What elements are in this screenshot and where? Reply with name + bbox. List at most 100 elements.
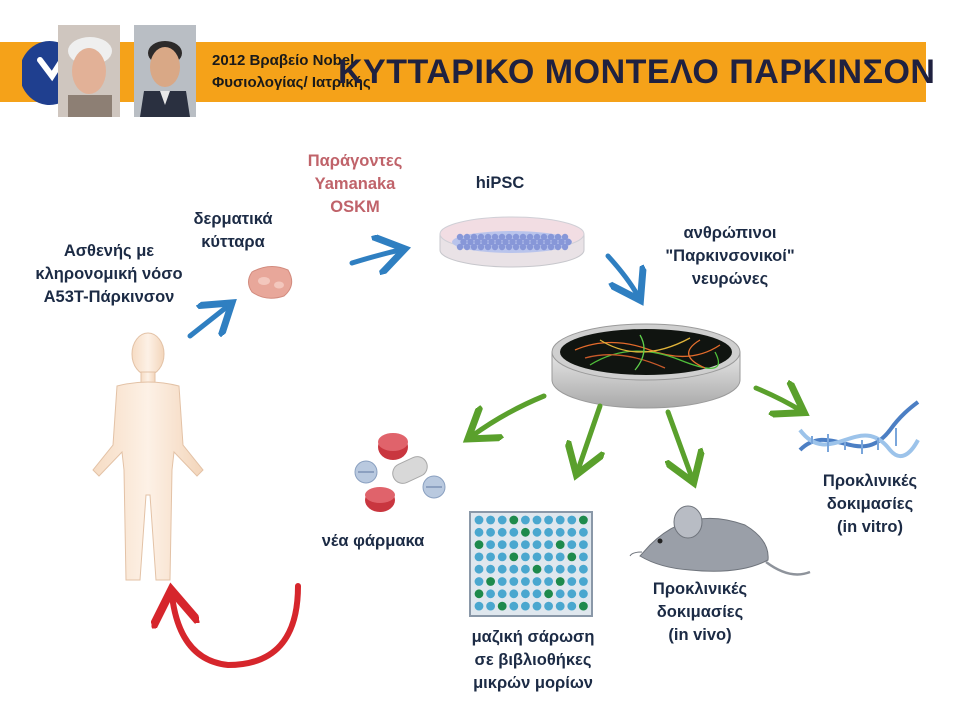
- well: [509, 552, 519, 562]
- well: [474, 601, 484, 611]
- human-body-icon: [92, 332, 204, 581]
- ipsc-cell: [554, 243, 562, 251]
- arrow-skin-to-hipsc: [349, 250, 400, 263]
- well: [509, 527, 519, 537]
- ipsc-cell: [488, 238, 495, 246]
- well: [474, 527, 484, 537]
- well: [486, 577, 495, 586]
- ipsc-cell: [477, 243, 485, 251]
- page-title: ΚΥΤΤΑΡΙΚΟ ΜΟΝΤΕΛΟ ΠΑΡΚΙΝΣΟΝ: [338, 53, 936, 91]
- ipsc-cell: [544, 238, 551, 246]
- ipsc-cell: [533, 233, 541, 241]
- well: [579, 589, 588, 599]
- label-in-vivo: Προκλινικές δοκιμασίες (in vivo): [652, 580, 748, 644]
- well: [544, 589, 553, 599]
- ipsc-cell: [547, 233, 555, 241]
- well: [532, 527, 542, 537]
- ipsc-cell: [519, 243, 527, 251]
- well: [544, 540, 553, 549]
- well: [521, 515, 530, 525]
- nobel-line-1: 2012 Βραβείο Nobel: [212, 52, 355, 69]
- well: [509, 564, 519, 574]
- label-yamanaka-factors: Παράγοντες Yamanaka OSKM: [307, 152, 403, 216]
- well: [486, 564, 495, 574]
- skin-cells-icon: [248, 266, 293, 299]
- well: [486, 515, 495, 525]
- label-hipsc: hiPSC: [475, 174, 525, 192]
- well: [521, 577, 530, 586]
- ipsc-cell: [491, 233, 499, 241]
- ipsc-cell: [481, 238, 488, 246]
- arrow-to-in-vitro: [753, 388, 800, 410]
- well: [474, 540, 484, 549]
- ipsc-cell: [456, 233, 464, 241]
- well: [474, 577, 484, 586]
- ipsc-cell: [547, 243, 555, 251]
- well: [474, 564, 484, 574]
- ipsc-cell: [558, 238, 565, 246]
- well: [579, 540, 588, 549]
- ipsc-cell: [456, 243, 464, 251]
- ipsc-cell: [519, 233, 527, 241]
- well: [474, 589, 484, 599]
- ipsc-cell: [554, 233, 562, 241]
- well: [555, 527, 565, 537]
- ipsc-cell: [565, 238, 572, 246]
- well: [521, 527, 530, 537]
- ipsc-cell: [470, 243, 478, 251]
- ipsc-cell: [463, 243, 471, 251]
- well: [579, 577, 588, 586]
- pills-icon: [354, 433, 446, 512]
- well: [579, 515, 588, 525]
- nobel-caption: 2012 Βραβείο Nobel Φυσιολογίας/ Ιατρικής: [212, 50, 371, 94]
- ipsc-cell: [561, 243, 569, 251]
- arrow-to-in-vivo: [668, 409, 692, 478]
- well: [544, 577, 553, 586]
- well: [532, 589, 542, 599]
- mouse-icon: [629, 505, 811, 576]
- ipsc-cell: [505, 243, 513, 251]
- ipsc-cell: [463, 233, 471, 241]
- gurdon-photo: [58, 25, 120, 117]
- well: [497, 515, 507, 525]
- well: [567, 577, 577, 586]
- well: [555, 564, 565, 574]
- well: [555, 552, 565, 562]
- well: [532, 564, 542, 574]
- well: [544, 552, 553, 562]
- ipsc-cell: [460, 238, 467, 246]
- ipsc-cell: [530, 238, 537, 246]
- well: [497, 601, 507, 611]
- nobel-line-2: Φυσιολογίας/ Ιατρικής: [212, 74, 371, 91]
- ipsc-cell: [509, 238, 516, 246]
- well: [544, 527, 553, 537]
- well: [555, 515, 565, 525]
- well: [521, 589, 530, 599]
- well: [486, 552, 495, 562]
- arrow-to-new-drugs: [472, 393, 547, 436]
- well: [509, 577, 519, 586]
- well: [567, 552, 577, 562]
- ipsc-cell: [498, 233, 506, 241]
- well: [555, 577, 565, 586]
- ipsc-cell: [512, 233, 520, 241]
- well: [579, 601, 588, 611]
- well: [486, 540, 495, 549]
- well: [486, 589, 495, 599]
- ipsc-cell: [533, 243, 541, 251]
- ipsc-cell: [467, 238, 474, 246]
- label-skin-cells: δερματικά κύτταρα: [193, 210, 273, 251]
- well: [544, 515, 553, 525]
- dna-helix-icon: [798, 400, 920, 459]
- well: [532, 601, 542, 611]
- well: [532, 552, 542, 562]
- label-new-drugs: νέα φάρμακα: [321, 532, 425, 550]
- well: [555, 540, 565, 549]
- well: [567, 589, 577, 599]
- well: [486, 601, 495, 611]
- well: [579, 552, 588, 562]
- arrow-patient-to-skin: [187, 306, 228, 339]
- well-plate-icon: [469, 511, 593, 617]
- ipsc-cell: [474, 238, 481, 246]
- well: [532, 540, 542, 549]
